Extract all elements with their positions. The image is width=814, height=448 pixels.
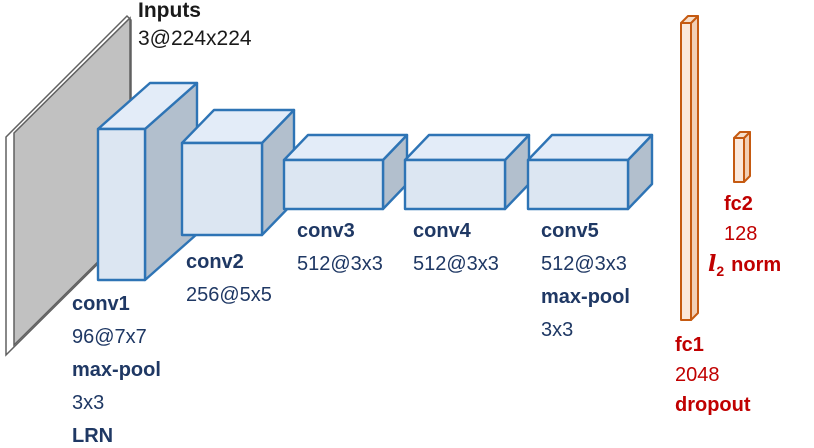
fc1-label-group: fc1 2048 dropout [675,330,751,420]
conv4-name: conv4 [413,220,471,242]
fc2-name: fc2 [724,193,753,215]
conv4-box-front [403,158,507,211]
conv1-name: conv1 [72,293,130,315]
fc2-units: 128 [724,223,758,245]
fc1-dropout-label: dropout [675,394,751,416]
conv5-filters: 512@3x3 [541,253,627,275]
conv1-lrn-label: LRN [72,425,114,447]
inputs-title: Inputs [138,0,201,22]
l2-norm-symbol: l [708,251,717,277]
fc2-bar-front [733,137,745,183]
conv4-filters: 512@3x3 [413,253,499,275]
fc2-l2norm-label: l2 norm [708,249,781,280]
conv2-name: conv2 [186,251,244,273]
inputs-dims: 3@224x224 [138,27,252,50]
conv3-label-group: conv3 512@3x3 [297,215,383,281]
inputs-label-group: Inputs 3@224x224 [138,0,252,53]
fc1-name: fc1 [675,334,704,356]
fc1-units: 2048 [675,364,720,386]
conv5-box-front [526,158,630,211]
l2-norm-subscript: 2 [716,263,725,279]
conv1-box-front [96,127,147,282]
conv3-box-front [282,158,385,211]
conv3-name: conv3 [297,220,355,242]
conv3-filters: 512@3x3 [297,253,383,275]
fc1-bar-front [680,22,692,321]
conv2-box-front [180,141,264,237]
fc2-label-group: fc2 128 l2 norm [708,189,781,280]
conv1-maxpool-size: 3x3 [72,392,105,414]
conv5-maxpool-size: 3x3 [541,319,574,341]
conv2-label-group: conv2 256@5x5 [186,246,272,312]
conv1-filters: 96@7x7 [72,326,147,348]
l2-norm-word: norm [731,254,782,276]
conv2-filters: 256@5x5 [186,284,272,306]
fc1-bar-side [690,15,699,321]
conv5-name: conv5 [541,220,599,242]
conv5-label-group: conv5 512@3x3 max-pool 3x3 [541,215,630,347]
conv5-maxpool-label: max-pool [541,286,630,308]
conv1-maxpool-label: max-pool [72,359,161,381]
conv4-label-group: conv4 512@3x3 [413,215,499,281]
conv1-label-group: conv1 96@7x7 max-pool 3x3 LRN [72,288,161,448]
